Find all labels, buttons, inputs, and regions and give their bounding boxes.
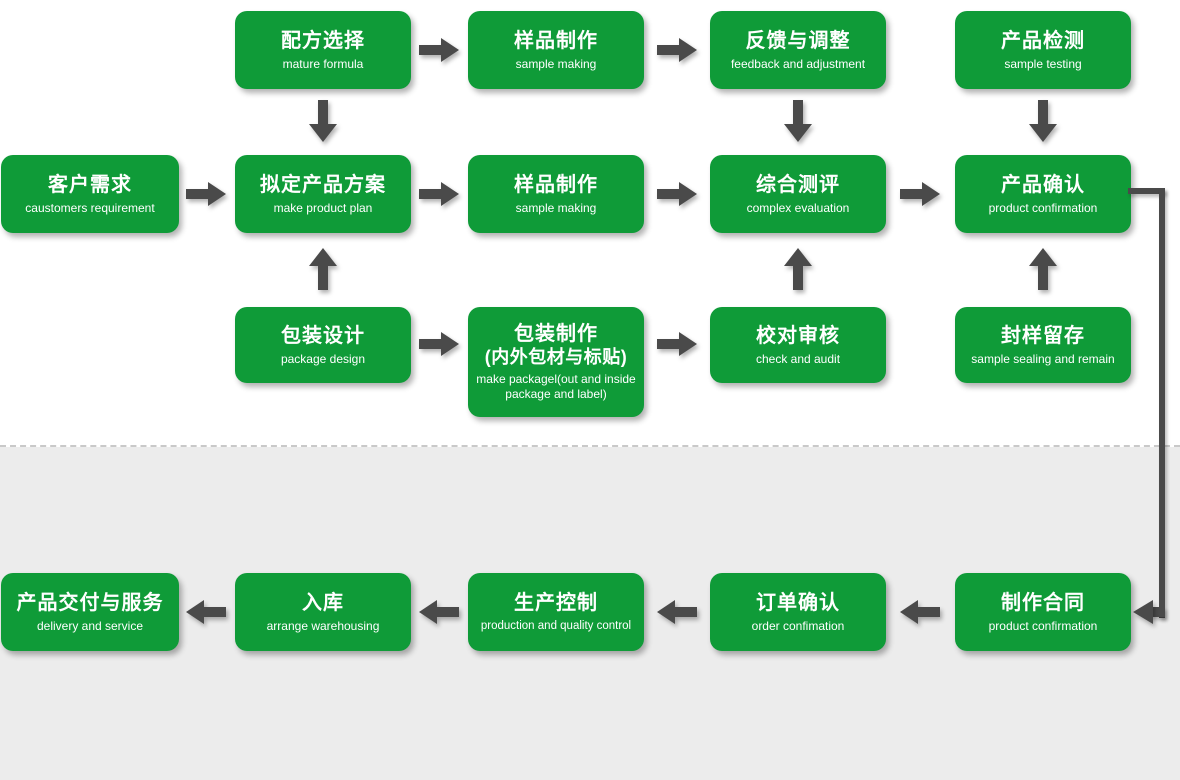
node-title: 反馈与调整 — [745, 29, 851, 52]
node-title: 制作合同 — [1001, 591, 1085, 614]
node-title: 综合测评 — [756, 173, 840, 196]
node-subtitle: make packagel(out and inside package and… — [476, 371, 636, 401]
arrow-down-icon — [1029, 100, 1057, 142]
node-subtitle: make product plan — [273, 200, 373, 215]
arrow-right-icon — [657, 38, 697, 62]
node-delivery-service: 产品交付与服务 delivery and service — [1, 573, 179, 651]
node-product-testing: 产品检测 sample testing — [955, 11, 1131, 89]
node-production-control: 生产控制 production and quality control — [468, 573, 644, 651]
node-title: 样品制作 — [514, 29, 598, 52]
arrow-left-icon — [186, 600, 226, 624]
node-package-design: 包装设计 package design — [235, 307, 411, 383]
dashed-divider — [0, 445, 1180, 447]
arrow-right-icon — [657, 332, 697, 356]
node-title: 包装设计 — [281, 324, 365, 347]
arrow-down-icon — [309, 100, 337, 142]
arrow-right-icon — [419, 182, 459, 206]
node-product-plan: 拟定产品方案 make product plan — [235, 155, 411, 233]
arrow-right-icon — [419, 38, 459, 62]
node-subtitle: mature formula — [282, 56, 364, 71]
node-subtitle: sample sealing and remain — [971, 351, 1115, 366]
node-title: 产品检测 — [1001, 29, 1085, 52]
arrow-right-icon — [900, 182, 940, 206]
node-check-audit: 校对审核 check and audit — [710, 307, 886, 383]
arrow-left-icon — [900, 600, 940, 624]
node-subtitle: delivery and service — [36, 618, 144, 633]
node-subtitle: feedback and adjustment — [730, 56, 866, 71]
node-subtitle: caustomers requirement — [25, 200, 155, 215]
arrow-right-icon — [419, 332, 459, 356]
node-title: 客户需求 — [48, 173, 132, 196]
node-sample-sealing: 封样留存 sample sealing and remain — [955, 307, 1131, 383]
node-formula-selection: 配方选择 mature formula — [235, 11, 411, 89]
node-title: 配方选择 — [281, 29, 365, 52]
node-subtitle: product confirmation — [988, 618, 1098, 633]
node-product-confirmation: 产品确认 product confirmation — [955, 155, 1131, 233]
arrow-up-icon — [1029, 248, 1057, 290]
node-subtitle: sample making — [515, 56, 597, 71]
arrow-left-icon — [419, 600, 459, 624]
node-subtitle: sample making — [515, 200, 597, 215]
arrow-left-icon — [657, 600, 697, 624]
connector-vertical-line — [1159, 188, 1165, 618]
node-customer-requirement: 客户需求 caustomers requirement — [1, 155, 179, 233]
node-title: 生产控制 — [514, 591, 598, 614]
node-title: 校对审核 — [756, 324, 840, 347]
node-title: 包装制作 — [514, 323, 598, 346]
node-title: 订单确认 — [756, 591, 840, 614]
node-subtitle: arrange warehousing — [266, 618, 380, 633]
node-contract-making: 制作合同 product confirmation — [955, 573, 1131, 651]
arrow-down-icon — [784, 100, 812, 142]
node-feedback-adjustment: 反馈与调整 feedback and adjustment — [710, 11, 886, 89]
node-subtitle: production and quality control — [480, 619, 632, 632]
node-warehousing: 入库 arrange warehousing — [235, 573, 411, 651]
node-title: 产品交付与服务 — [16, 591, 164, 614]
connector-horizontal-line — [1128, 188, 1165, 194]
arrow-up-icon — [784, 248, 812, 290]
node-title: 产品确认 — [1001, 173, 1085, 196]
arrow-up-icon — [309, 248, 337, 290]
node-subtitle: check and audit — [755, 351, 841, 366]
node-title-line2: (内外包材与标贴) — [484, 347, 628, 368]
connector-tail — [1150, 607, 1165, 617]
node-package-making: 包装制作 (内外包材与标贴) make packagel(out and ins… — [468, 307, 644, 417]
arrow-left-icon — [1133, 600, 1153, 624]
node-title: 样品制作 — [514, 173, 598, 196]
node-subtitle: complex evaluation — [746, 200, 850, 215]
node-subtitle: sample testing — [1004, 56, 1082, 71]
node-title: 拟定产品方案 — [260, 173, 386, 196]
node-title: 封样留存 — [1001, 324, 1085, 347]
node-subtitle: order confimation — [751, 618, 845, 633]
arrow-right-icon — [186, 182, 226, 206]
node-sample-making-top: 样品制作 sample making — [468, 11, 644, 89]
node-title: 入库 — [302, 591, 344, 614]
node-subtitle: package design — [280, 351, 366, 366]
node-sample-making-mid: 样品制作 sample making — [468, 155, 644, 233]
node-order-confirmation: 订单确认 order confimation — [710, 573, 886, 651]
arrow-right-icon — [657, 182, 697, 206]
node-subtitle: product confirmation — [988, 200, 1098, 215]
node-complex-evaluation: 综合测评 complex evaluation — [710, 155, 886, 233]
